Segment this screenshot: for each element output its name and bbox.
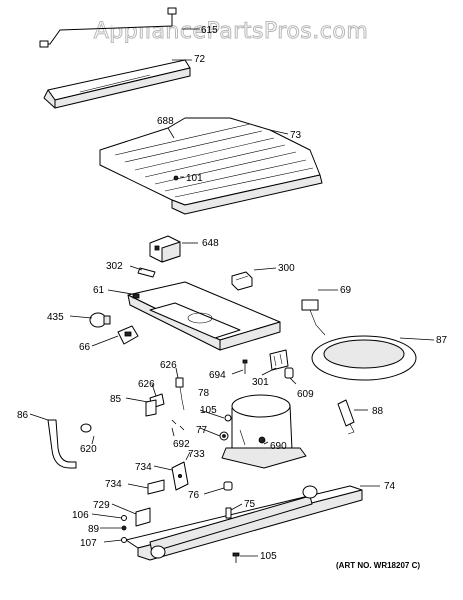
callout-690: 690 (270, 441, 287, 452)
part-86-drain-tube (47, 419, 77, 469)
part-692-screw (171, 419, 185, 431)
callout-688: 688 (157, 116, 174, 127)
part-75-pin (225, 507, 232, 519)
callout-301: 301 (252, 377, 269, 388)
callout-733: 733 (188, 449, 205, 460)
callout-609: 609 (297, 389, 314, 400)
callout-101: 101 (186, 173, 203, 184)
part-77-grommet (219, 431, 229, 441)
callout-78: 78 (198, 388, 210, 399)
callout-620: 620 (80, 444, 97, 455)
callout-labels: 615 72 688 73 101 648 302 300 61 69 435 … (17, 25, 448, 562)
callout-106: 106 (72, 510, 89, 521)
leader-lines (29, 28, 435, 557)
part-734-clip (147, 479, 165, 495)
callout-69: 69 (340, 285, 352, 296)
part-609-grommet (284, 367, 294, 379)
callout-76: 76 (188, 490, 200, 501)
callout-734-lower: 734 (105, 479, 122, 490)
callout-87: 87 (436, 335, 448, 346)
callout-74: 74 (384, 481, 396, 492)
callout-626-upper: 626 (160, 360, 177, 371)
part-72-trough (43, 59, 191, 109)
callout-89: 89 (88, 524, 100, 535)
callout-694: 694 (209, 370, 226, 381)
part-106-washer (121, 515, 127, 521)
callout-77: 77 (196, 425, 208, 436)
part-88-heater (337, 399, 355, 435)
callout-107: 107 (80, 538, 97, 549)
part-107-nut (121, 537, 127, 543)
part-626-wire (175, 377, 185, 411)
part-87-pad (311, 335, 417, 381)
callout-85: 85 (110, 394, 122, 405)
part-729-block (135, 507, 151, 527)
part-74-base (125, 485, 363, 561)
part-694-screw (242, 359, 248, 374)
callout-66: 66 (79, 342, 91, 353)
callout-300: 300 (278, 263, 295, 274)
part-435-bulb (89, 312, 111, 328)
callout-105-upper: 105 (200, 405, 217, 416)
callout-88: 88 (372, 406, 384, 417)
callout-73: 73 (290, 130, 302, 141)
part-69-connector (301, 299, 326, 336)
callout-729: 729 (93, 500, 110, 511)
part-61-box (127, 281, 281, 351)
part-620-plug (80, 423, 92, 433)
part-73-shelf (99, 117, 323, 215)
part-300-overload (231, 271, 253, 291)
part-615-tube (39, 7, 177, 48)
callout-86: 86 (17, 410, 29, 421)
part-302-pin (137, 267, 156, 278)
part-76-bushing (223, 481, 233, 491)
callout-302: 302 (106, 261, 123, 272)
callout-615: 615 (201, 25, 218, 36)
part-301-clip (269, 349, 289, 371)
art-number: (ART NO. WR18207 C) (336, 561, 420, 570)
part-66-socket (117, 325, 139, 345)
callout-61: 61 (93, 285, 105, 296)
part-105-bottom-screw (232, 552, 240, 563)
callout-626-lower: 626 (138, 379, 155, 390)
part-733-bracket (171, 461, 189, 491)
callout-692: 692 (173, 439, 190, 450)
callout-75: 75 (244, 499, 256, 510)
part-648-relay (149, 235, 181, 263)
callout-648: 648 (202, 238, 219, 249)
callout-105-lower: 105 (260, 551, 277, 562)
part-105-screw (224, 414, 232, 422)
callout-734-upper: 734 (135, 462, 152, 473)
part-78-compressor (221, 394, 307, 469)
part-85-clip (145, 399, 157, 417)
callout-435: 435 (47, 312, 64, 323)
callout-72: 72 (194, 54, 206, 65)
part-89-screw (121, 525, 127, 531)
